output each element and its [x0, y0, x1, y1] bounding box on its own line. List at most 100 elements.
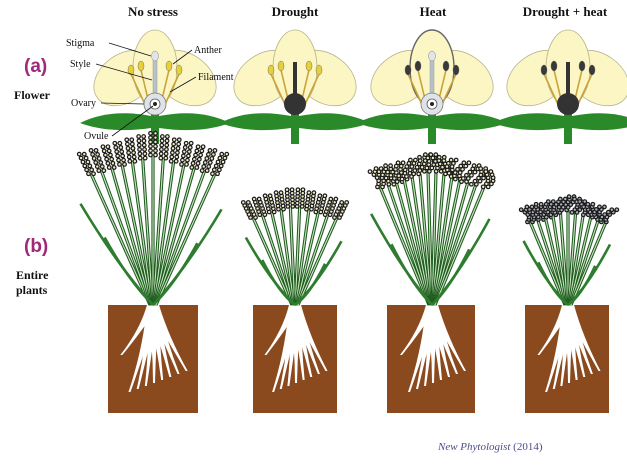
grain-core	[424, 153, 426, 155]
grain-core	[132, 151, 134, 153]
grain-core	[85, 169, 87, 171]
grain-core	[276, 201, 278, 203]
grain-core	[161, 144, 163, 146]
grain-core	[98, 169, 100, 171]
grain-core	[180, 163, 182, 165]
grain-core	[389, 164, 391, 166]
grain-core	[459, 171, 461, 173]
style	[293, 62, 297, 98]
grain-core	[185, 142, 187, 144]
grain-core	[390, 174, 392, 176]
grain-core	[181, 159, 183, 161]
grain-core	[306, 205, 308, 207]
grain-core	[595, 208, 597, 210]
grain-core	[170, 160, 172, 162]
grain-core	[217, 161, 219, 163]
grain-core	[456, 168, 458, 170]
grain-core	[443, 156, 445, 158]
grain-core	[448, 172, 450, 174]
grain-core	[490, 170, 492, 172]
grain-core	[186, 159, 188, 161]
grain-core	[212, 153, 214, 155]
grain-core	[395, 171, 397, 173]
grain-core	[312, 198, 314, 200]
grain-core	[139, 157, 141, 159]
grain-core	[409, 172, 411, 174]
grain-core	[143, 144, 145, 146]
grain-core	[211, 173, 213, 175]
grain-core	[161, 135, 163, 137]
grain-core	[324, 195, 326, 197]
grain-core	[297, 189, 299, 191]
grain-core	[375, 167, 377, 169]
grain-core	[460, 180, 462, 182]
grain-core	[208, 165, 210, 167]
flower-2	[357, 30, 507, 144]
grain-core	[131, 139, 133, 141]
anther	[551, 61, 557, 71]
grain-core	[199, 154, 201, 156]
leaf-left	[357, 113, 428, 130]
grain-core	[189, 146, 191, 148]
row-label-plants: plants	[16, 283, 47, 298]
grain-core	[116, 155, 118, 157]
grain-core	[428, 170, 430, 172]
culm-highlight	[298, 218, 337, 306]
grain-core	[433, 163, 435, 165]
grain-core	[393, 177, 395, 179]
stigma	[429, 51, 436, 61]
grain-core	[133, 156, 135, 158]
grain-core	[166, 144, 168, 146]
grain-core	[438, 159, 440, 161]
grain-core	[286, 189, 288, 191]
grain-core	[127, 151, 129, 153]
grain-core	[434, 160, 436, 162]
grain-core	[455, 159, 457, 161]
grain-core	[109, 154, 111, 156]
grain-core	[461, 168, 463, 170]
grain-core	[143, 140, 145, 142]
grain-core	[400, 171, 402, 173]
grain-core	[178, 139, 180, 141]
grain-core	[402, 162, 404, 164]
panel-label-a: (a)	[24, 56, 47, 78]
grain-core	[405, 175, 407, 177]
grain-core	[220, 165, 222, 167]
grain-core	[419, 169, 421, 171]
grain-core	[134, 160, 136, 162]
grain-core	[183, 150, 185, 152]
leaf-right	[159, 113, 230, 130]
grain-core	[296, 205, 298, 207]
grain-core	[78, 153, 80, 155]
grain-core	[211, 157, 213, 159]
grain-core	[160, 153, 162, 155]
grain-core	[439, 163, 441, 165]
grain-core	[171, 156, 173, 158]
grain-core	[482, 177, 484, 179]
grain-core	[149, 132, 151, 134]
leaf-right	[299, 113, 370, 130]
grain-core	[108, 150, 110, 152]
grain-core	[526, 206, 528, 208]
grain-core	[131, 143, 133, 145]
grain-core	[436, 167, 438, 169]
grain-core	[96, 153, 98, 155]
grain-core	[121, 150, 123, 152]
grain-core	[154, 141, 156, 143]
stem	[428, 112, 436, 144]
grain-core	[404, 169, 406, 171]
grain-core	[166, 135, 168, 137]
grain-core	[87, 161, 89, 163]
grain-core	[154, 136, 156, 138]
grain-core	[438, 156, 440, 158]
leaf-right	[572, 113, 627, 130]
grain-core	[446, 165, 448, 167]
grain-core	[603, 206, 605, 208]
grain-core	[92, 173, 94, 175]
anther	[268, 65, 274, 75]
column-title-drought: Drought	[230, 4, 360, 20]
grain-core	[404, 172, 406, 174]
grain-core	[218, 169, 220, 171]
grain-core	[154, 145, 156, 147]
grain-core	[305, 208, 307, 210]
